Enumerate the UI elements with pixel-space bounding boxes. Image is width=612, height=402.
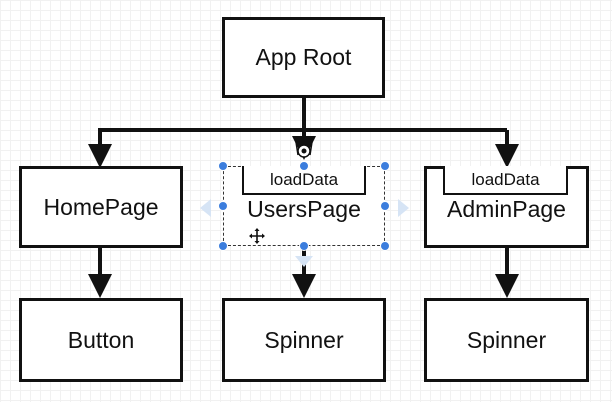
resize-handle-n[interactable] bbox=[299, 161, 309, 171]
node-homepage-label: HomePage bbox=[43, 193, 159, 220]
connect-hint-left-icon[interactable] bbox=[200, 199, 211, 217]
resize-handle-w[interactable] bbox=[218, 201, 228, 211]
node-adminpage-label: AdminPage bbox=[447, 196, 566, 222]
connect-hint-down-icon[interactable] bbox=[295, 256, 313, 267]
node-spinner-users[interactable]: Spinner bbox=[222, 298, 386, 382]
node-button-label: Button bbox=[67, 326, 135, 353]
node-app-root[interactable]: App Root bbox=[222, 17, 385, 98]
node-app-root-label: App Root bbox=[255, 44, 352, 70]
resize-handle-e[interactable] bbox=[380, 201, 390, 211]
node-button[interactable]: Button bbox=[19, 298, 183, 382]
connect-hint-right-icon[interactable] bbox=[398, 199, 409, 217]
node-spinner-admin-label: Spinner bbox=[466, 326, 547, 353]
node-spinner-admin[interactable]: Spinner bbox=[424, 298, 589, 382]
node-homepage[interactable]: HomePage bbox=[19, 166, 183, 248]
adminpage-loaddata-tab[interactable]: loadData bbox=[443, 166, 568, 195]
resize-handle-nw[interactable] bbox=[218, 161, 228, 171]
resize-handle-se[interactable] bbox=[380, 241, 390, 251]
node-spinner-users-label: Spinner bbox=[264, 326, 344, 353]
move-cursor-icon bbox=[249, 228, 265, 244]
userspage-loaddata-label: loadData bbox=[269, 169, 339, 189]
resize-handle-sw[interactable] bbox=[218, 241, 228, 251]
resize-handle-ne[interactable] bbox=[380, 161, 390, 171]
connection-anchor-icon[interactable] bbox=[295, 141, 313, 158]
resize-handle-s[interactable] bbox=[299, 241, 309, 251]
node-userspage-label: UsersPage bbox=[247, 196, 361, 222]
adminpage-loaddata-label: loadData bbox=[471, 169, 540, 189]
